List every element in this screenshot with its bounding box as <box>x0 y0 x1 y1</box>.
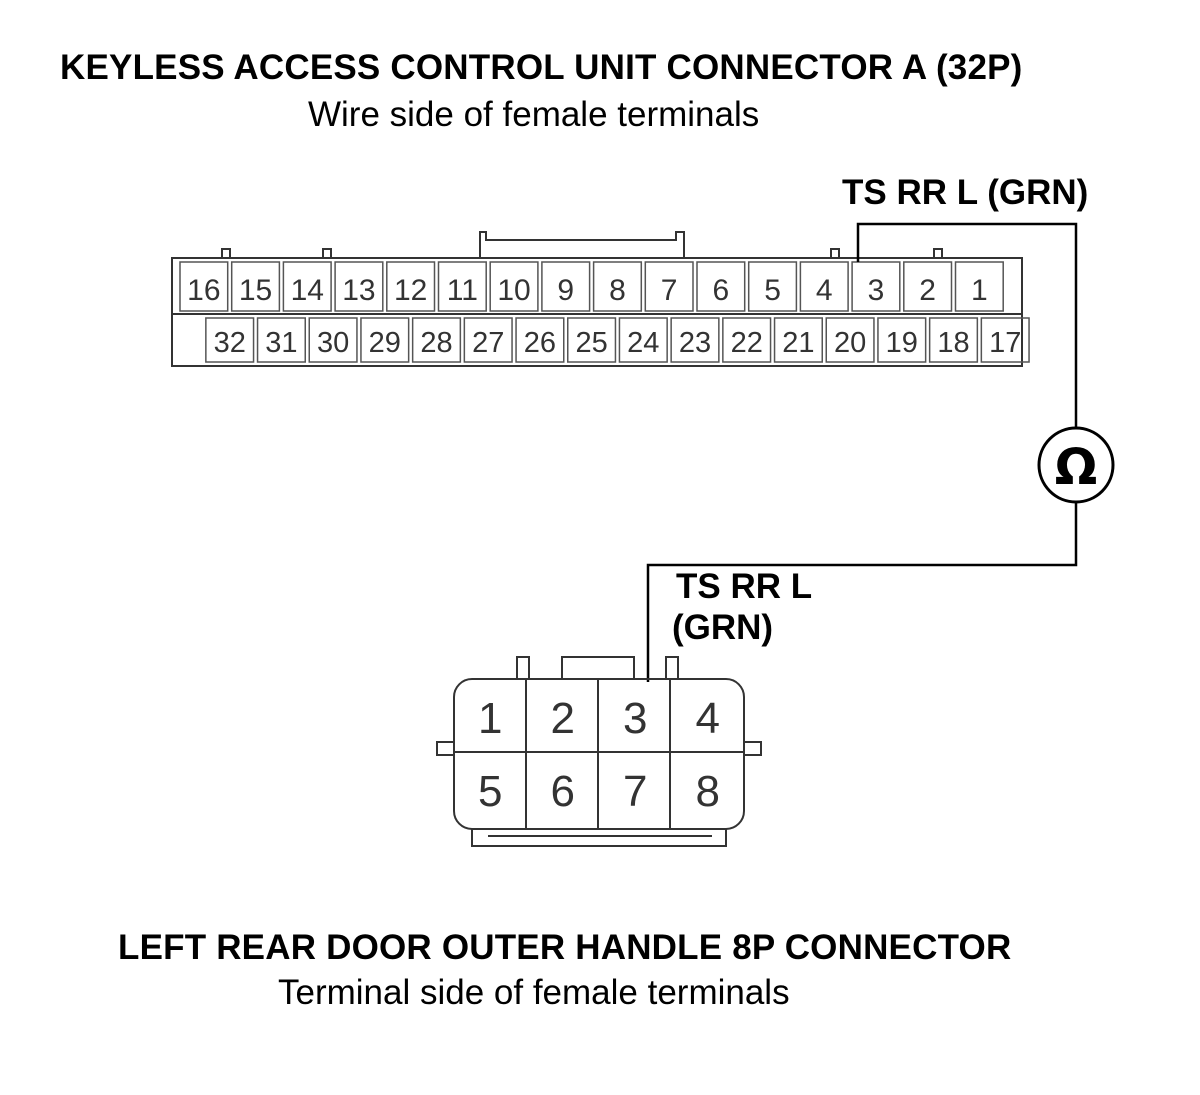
pin-label: 20 <box>834 327 866 359</box>
pin-cell: 28 <box>411 317 462 363</box>
pin-cell: 6 <box>696 261 746 312</box>
wire-label-a: TS RR L (GRN) <box>842 173 1089 212</box>
ohm-symbol: Ω <box>1055 438 1098 496</box>
pin-cell: 14 <box>282 261 332 312</box>
pin-cell: 23 <box>670 317 720 363</box>
test-wire <box>646 222 1078 682</box>
pin-label: 32 <box>214 327 246 359</box>
pin-label: 8 <box>696 767 720 816</box>
pin-cell: 21 <box>773 317 823 363</box>
connector-b-subtitle: Terminal side of female terminals <box>278 973 790 1012</box>
pin-cell: 31 <box>256 317 306 363</box>
pin-label: 3 <box>623 694 647 743</box>
pin-cell: 1 <box>954 261 1004 312</box>
pin-label: 29 <box>369 327 401 359</box>
connector-a-top-row: 16 15 14 13 12 11 10 9 8 7 6 5 4 3 2 1 <box>179 261 1004 312</box>
pin-cell: 15 <box>230 261 281 312</box>
pin-cell: 12 <box>386 261 436 312</box>
pin-cell: 32 <box>205 317 255 363</box>
pin-label: 6 <box>713 274 730 307</box>
wire-label-b-line1: TS RR L <box>676 567 813 606</box>
pin-label: 9 <box>557 274 574 307</box>
pin-label: 10 <box>497 274 530 307</box>
connector-a-bottom-row: 32 31 30 29 28 27 26 25 24 23 22 21 20 19 18 17 <box>205 317 1030 363</box>
pin-label: 16 <box>187 274 220 307</box>
connector-a <box>171 231 1023 367</box>
pin-label: 18 <box>937 327 969 359</box>
connector-a-title: KEYLESS ACCESS CONTROL UNIT CONNECTOR A … <box>60 48 1023 87</box>
pin-label: 19 <box>886 327 918 359</box>
pin-label: 31 <box>265 327 297 359</box>
pin-label: 14 <box>291 274 324 307</box>
pin-cell: 25 <box>567 317 617 363</box>
pin-cell: 11 <box>437 261 487 312</box>
pin-cell: 8 <box>592 261 643 312</box>
pin-label: 4 <box>696 694 720 743</box>
pin-cell: 10 <box>489 261 539 312</box>
pin-label: 13 <box>342 274 375 307</box>
pin-label: 7 <box>661 274 678 307</box>
pin-cell: 29 <box>360 317 410 363</box>
pin-cell: 16 <box>179 261 229 312</box>
pin-cell: 27 <box>463 317 513 363</box>
pin-cell: 20 <box>825 317 875 363</box>
pin-label: 1 <box>478 694 502 743</box>
pin-label: 25 <box>575 327 607 359</box>
pin-label: 6 <box>551 767 575 816</box>
pin-label: 27 <box>472 327 504 359</box>
pin-cell: 26 <box>515 317 565 363</box>
pin-label: 1 <box>971 274 988 307</box>
pin-label: 17 <box>989 327 1021 359</box>
pin-cell: 7 <box>644 261 694 312</box>
pin-label: 5 <box>478 767 502 816</box>
pin-cell: 13 <box>334 261 384 312</box>
pin-cell: 5 <box>747 261 798 312</box>
pin-cell: 30 <box>308 317 358 363</box>
connector-b <box>436 656 762 847</box>
pin-cell: 4 <box>799 261 849 312</box>
pin-cell: 2 <box>903 261 953 312</box>
pin-cell: 9 <box>541 261 591 312</box>
pin-label: 7 <box>623 767 647 816</box>
pin-cell: 17 <box>980 317 1030 363</box>
connector-b-title: LEFT REAR DOOR OUTER HANDLE 8P CONNECTOR <box>118 928 1012 967</box>
pin-label: 28 <box>420 327 452 359</box>
connector-a-subtitle: Wire side of female terminals <box>308 95 760 134</box>
wire-upper <box>856 222 1078 428</box>
pin-label: 30 <box>317 327 349 359</box>
pin-cell: 24 <box>618 317 668 363</box>
pin-label: 2 <box>919 274 936 307</box>
pin-label: 11 <box>447 274 478 307</box>
pin-label: 5 <box>764 274 781 307</box>
pin-cell: 19 <box>877 317 927 363</box>
pin-label: 4 <box>816 274 833 307</box>
pin-label: 3 <box>868 274 885 307</box>
pin-label: 26 <box>524 327 556 359</box>
pin-cell: 3 <box>851 261 901 312</box>
pin-label: 22 <box>731 327 763 359</box>
wire-lower <box>646 503 1078 682</box>
pin-label: 15 <box>239 274 272 307</box>
pin-label: 8 <box>609 274 626 307</box>
pin-label: 23 <box>679 327 711 359</box>
pin-cell: 18 <box>928 317 979 363</box>
pin-label: 12 <box>394 274 427 307</box>
pin-label: 21 <box>782 327 814 359</box>
pin-label: 2 <box>551 694 575 743</box>
wire-label-b-line2: (GRN) <box>672 608 774 647</box>
pin-cell: 22 <box>722 317 772 363</box>
ohmmeter-icon: Ω <box>1037 426 1115 504</box>
pin-label: 24 <box>627 327 659 359</box>
